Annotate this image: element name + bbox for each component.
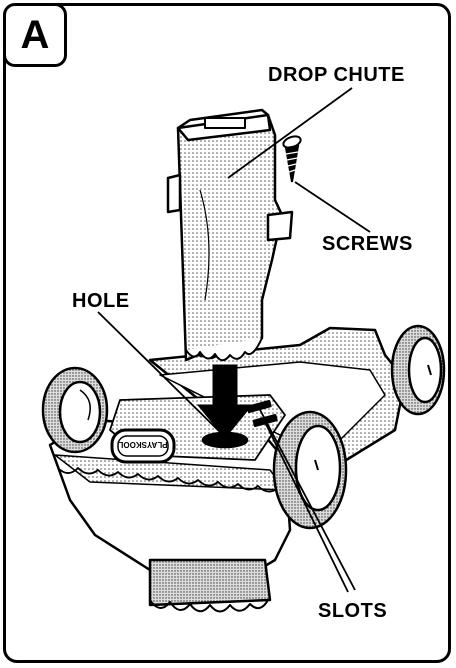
screw-icon: [282, 135, 302, 183]
right-front-wheel: [272, 410, 348, 530]
screws-label: SCREWS: [322, 233, 413, 255]
brand-logo: PLAYSKOOL: [118, 440, 168, 449]
panel-frame: [3, 3, 451, 663]
right-back-wheel: [390, 324, 446, 416]
down-arrow: [196, 364, 254, 439]
leader-lines: [97, 87, 371, 593]
brand-plaque: [110, 428, 176, 464]
panel-letter: A: [20, 13, 50, 57]
drop-chute-label: DROP CHUTE: [268, 64, 405, 86]
drop-chute: [166, 108, 294, 362]
hole-label: HOLE: [72, 290, 130, 312]
hole-leader: [97, 311, 229, 441]
slots-leader-b: [263, 419, 349, 593]
toy-base: [48, 326, 407, 613]
panel-badge: A: [3, 3, 67, 67]
slots-label: SLOTS: [318, 600, 388, 622]
left-wheel: [41, 366, 109, 454]
slots-leader-a: [257, 405, 356, 591]
screws-leader: [294, 181, 371, 233]
drop-chute-leader: [227, 87, 353, 179]
